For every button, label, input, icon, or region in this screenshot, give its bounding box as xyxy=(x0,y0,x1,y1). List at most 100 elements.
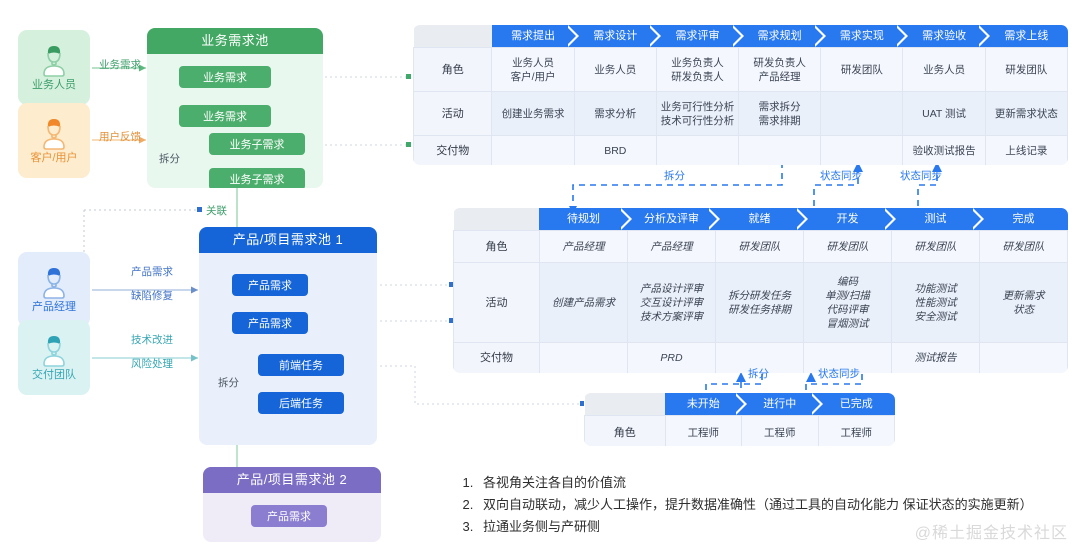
stage-header-cell[interactable]: 就绪 xyxy=(715,208,809,231)
note-item: 双向自动联动，减少人工操作，提升数据准确性（通过工具的自动化能力 保证状态的实施… xyxy=(477,494,1065,516)
table-row: 角色工程师工程师工程师 xyxy=(584,415,895,446)
note-item: 各视角关注各自的价值流 xyxy=(477,472,1065,494)
table-cell: PRD xyxy=(626,342,716,373)
actor-card-customer-user[interactable]: 客户/用户 xyxy=(18,103,90,178)
table-business-flow[interactable]: 需求提出需求设计需求评审需求规划需求实现需求验收需求上线角色业务人员客户/用户业… xyxy=(413,25,1068,165)
row-header-cell: 活动 xyxy=(413,91,493,136)
stage-header-cell[interactable]: 已完成 xyxy=(818,393,895,416)
pool-item-chip[interactable]: 业务子需求 xyxy=(209,168,305,188)
table-cell xyxy=(538,342,628,373)
table-cell: 工程师 xyxy=(741,415,819,446)
table-cell: 拆分研发任务研发任务排期 xyxy=(714,262,804,343)
stage-header-cell[interactable]: 待规划 xyxy=(539,208,633,231)
flow-label-tech-improve: 技术改进 xyxy=(131,334,173,346)
table-cell: UAT 测试 xyxy=(902,91,986,136)
flow-table: 未开始进行中已完成角色工程师工程师工程师 xyxy=(584,393,895,446)
table-cell xyxy=(491,135,575,165)
stage-header-cell[interactable]: 进行中 xyxy=(741,393,823,416)
stage-header-cell[interactable]: 需求设计 xyxy=(574,25,662,48)
stage-header-cell[interactable]: 分析及评审 xyxy=(627,208,721,231)
pool-item-chip[interactable]: 产品需求 xyxy=(232,312,308,334)
bracket-label-status-sync-3: 状态同步 xyxy=(818,368,860,380)
flow-label-product-demand: 产品需求 xyxy=(131,266,173,278)
table-task-flow[interactable]: 未开始进行中已完成角色工程师工程师工程师 xyxy=(584,393,895,446)
header-corner-cell xyxy=(453,208,540,231)
table-cell: 编码单测/扫描代码评审冒烟测试 xyxy=(802,262,892,343)
notes-ordered-list: 各视角关注各自的价值流 双向自动联动，减少人工操作，提升数据准确性（通过工具的自… xyxy=(455,472,1065,538)
table-cell: 业务可行性分析技术可行性分析 xyxy=(655,91,740,136)
row-header-cell: 角色 xyxy=(453,230,540,263)
pool-item-chip[interactable]: 前端任务 xyxy=(258,354,344,376)
table-row: 角色产品经理产品经理研发团队研发团队研发团队研发团队 xyxy=(453,230,1068,263)
bracket-label-split-2: 拆分 xyxy=(748,368,769,380)
stage-header-cell[interactable]: 未开始 xyxy=(665,393,747,416)
flow-label-business-demand: 业务需求 xyxy=(99,59,141,71)
stage-header-cell[interactable]: 完成 xyxy=(979,208,1068,231)
row-header-cell: 活动 xyxy=(453,262,540,343)
table-cell xyxy=(655,135,740,165)
stage-header-cell[interactable]: 开发 xyxy=(803,208,897,231)
stage-header-cell[interactable]: 需求实现 xyxy=(820,25,908,48)
table-product-flow[interactable]: 待规划分析及评审就绪开发测试完成角色产品经理产品经理研发团队研发团队研发团队研发… xyxy=(453,208,1068,373)
pool-product-1[interactable]: 产品/项目需求池 1 产品需求 产品需求 前端任务 后端任务 拆分 xyxy=(199,227,377,445)
stage-header-cell[interactable]: 需求验收 xyxy=(902,25,991,48)
stage-header-cell[interactable]: 需求提出 xyxy=(491,25,580,48)
table-cell: 更新需求状态 xyxy=(978,262,1068,343)
bracket-label-status-sync-2: 状态同步 xyxy=(900,170,942,182)
notes-list: 各视角关注各自的价值流 双向自动联动，减少人工操作，提升数据准确性（通过工具的自… xyxy=(455,472,1065,538)
pool-item-chip[interactable]: 业务需求 xyxy=(179,105,271,127)
flow-label-user-feedback: 用户反馈 xyxy=(99,131,141,143)
pool-business-demand[interactable]: 业务需求池 业务需求 业务需求 业务子需求 业务子需求 拆分 xyxy=(147,28,323,188)
table-cell: 验收测试报告 xyxy=(902,135,986,165)
table-cell: 业务人员 xyxy=(573,47,657,92)
table-cell: 研发团队 xyxy=(714,230,804,263)
pool-item-chip[interactable]: 业务子需求 xyxy=(209,133,305,155)
table-cell: 工程师 xyxy=(817,415,895,446)
flow-label-defect-fix: 缺陷修复 xyxy=(131,290,173,302)
actor-label: 客户/用户 xyxy=(30,152,78,164)
table-row: 角色业务人员客户/用户业务人员业务负责人研发负责人研发负责人产品经理研发团队业务… xyxy=(413,47,1068,92)
flow-label-risk-handle: 风险处理 xyxy=(131,358,173,370)
bracket-label-split-1: 拆分 xyxy=(664,170,685,182)
stage-header-cell[interactable]: 需求评审 xyxy=(656,25,744,48)
table-cell: 研发团队 xyxy=(802,230,892,263)
pool-item-chip[interactable]: 业务需求 xyxy=(179,66,271,88)
row-header-cell: 交付物 xyxy=(413,135,493,165)
pool-product-2[interactable]: 产品/项目需求池 2 产品需求 xyxy=(203,467,381,542)
split-label: 拆分 xyxy=(218,377,239,389)
table-cell: 功能测试性能测试安全测试 xyxy=(890,262,980,343)
table-cell: 产品经理 xyxy=(538,230,628,263)
actor-card-delivery-team[interactable]: 交付团队 xyxy=(18,320,90,395)
actor-card-product-manager[interactable]: 产品经理 xyxy=(18,252,90,327)
actor-card-business-staff[interactable]: 业务人员 xyxy=(18,30,90,105)
stage-header-cell[interactable]: 需求规划 xyxy=(738,25,826,48)
actor-label: 业务人员 xyxy=(32,79,76,91)
table-cell: 研发团队 xyxy=(820,47,904,92)
table-cell: 需求拆分需求排期 xyxy=(738,91,822,136)
pool-title: 产品/项目需求池 2 xyxy=(203,467,381,493)
user-avatar-icon xyxy=(36,333,72,367)
pool-title: 产品/项目需求池 1 xyxy=(199,227,377,253)
split-label: 拆分 xyxy=(159,153,180,165)
table-cell: 上线记录 xyxy=(984,135,1068,165)
pool-item-chip[interactable]: 产品需求 xyxy=(251,505,327,527)
pool-item-chip[interactable]: 后端任务 xyxy=(258,392,344,414)
table-row: 交付物 BRD 验收测试报告上线记录 xyxy=(413,135,1068,165)
user-avatar-icon xyxy=(36,116,72,150)
stage-header-cell[interactable]: 测试 xyxy=(891,208,985,231)
pool-item-chip[interactable]: 产品需求 xyxy=(232,274,308,296)
table-cell: BRD xyxy=(573,135,657,165)
pool-body: 产品需求 xyxy=(203,493,381,542)
flow-table: 待规划分析及评审就绪开发测试完成角色产品经理产品经理研发团队研发团队研发团队研发… xyxy=(453,208,1068,373)
stage-header-cell[interactable]: 需求上线 xyxy=(985,25,1068,48)
table-cell: 研发团队 xyxy=(978,230,1068,263)
table-cell: 研发团队 xyxy=(984,47,1068,92)
row-header-cell: 交付物 xyxy=(453,342,540,373)
table-cell xyxy=(978,342,1068,373)
watermark: @稀土掘金技术社区 xyxy=(914,525,1068,542)
table-cell xyxy=(820,91,904,136)
table-cell: 研发团队 xyxy=(890,230,980,263)
